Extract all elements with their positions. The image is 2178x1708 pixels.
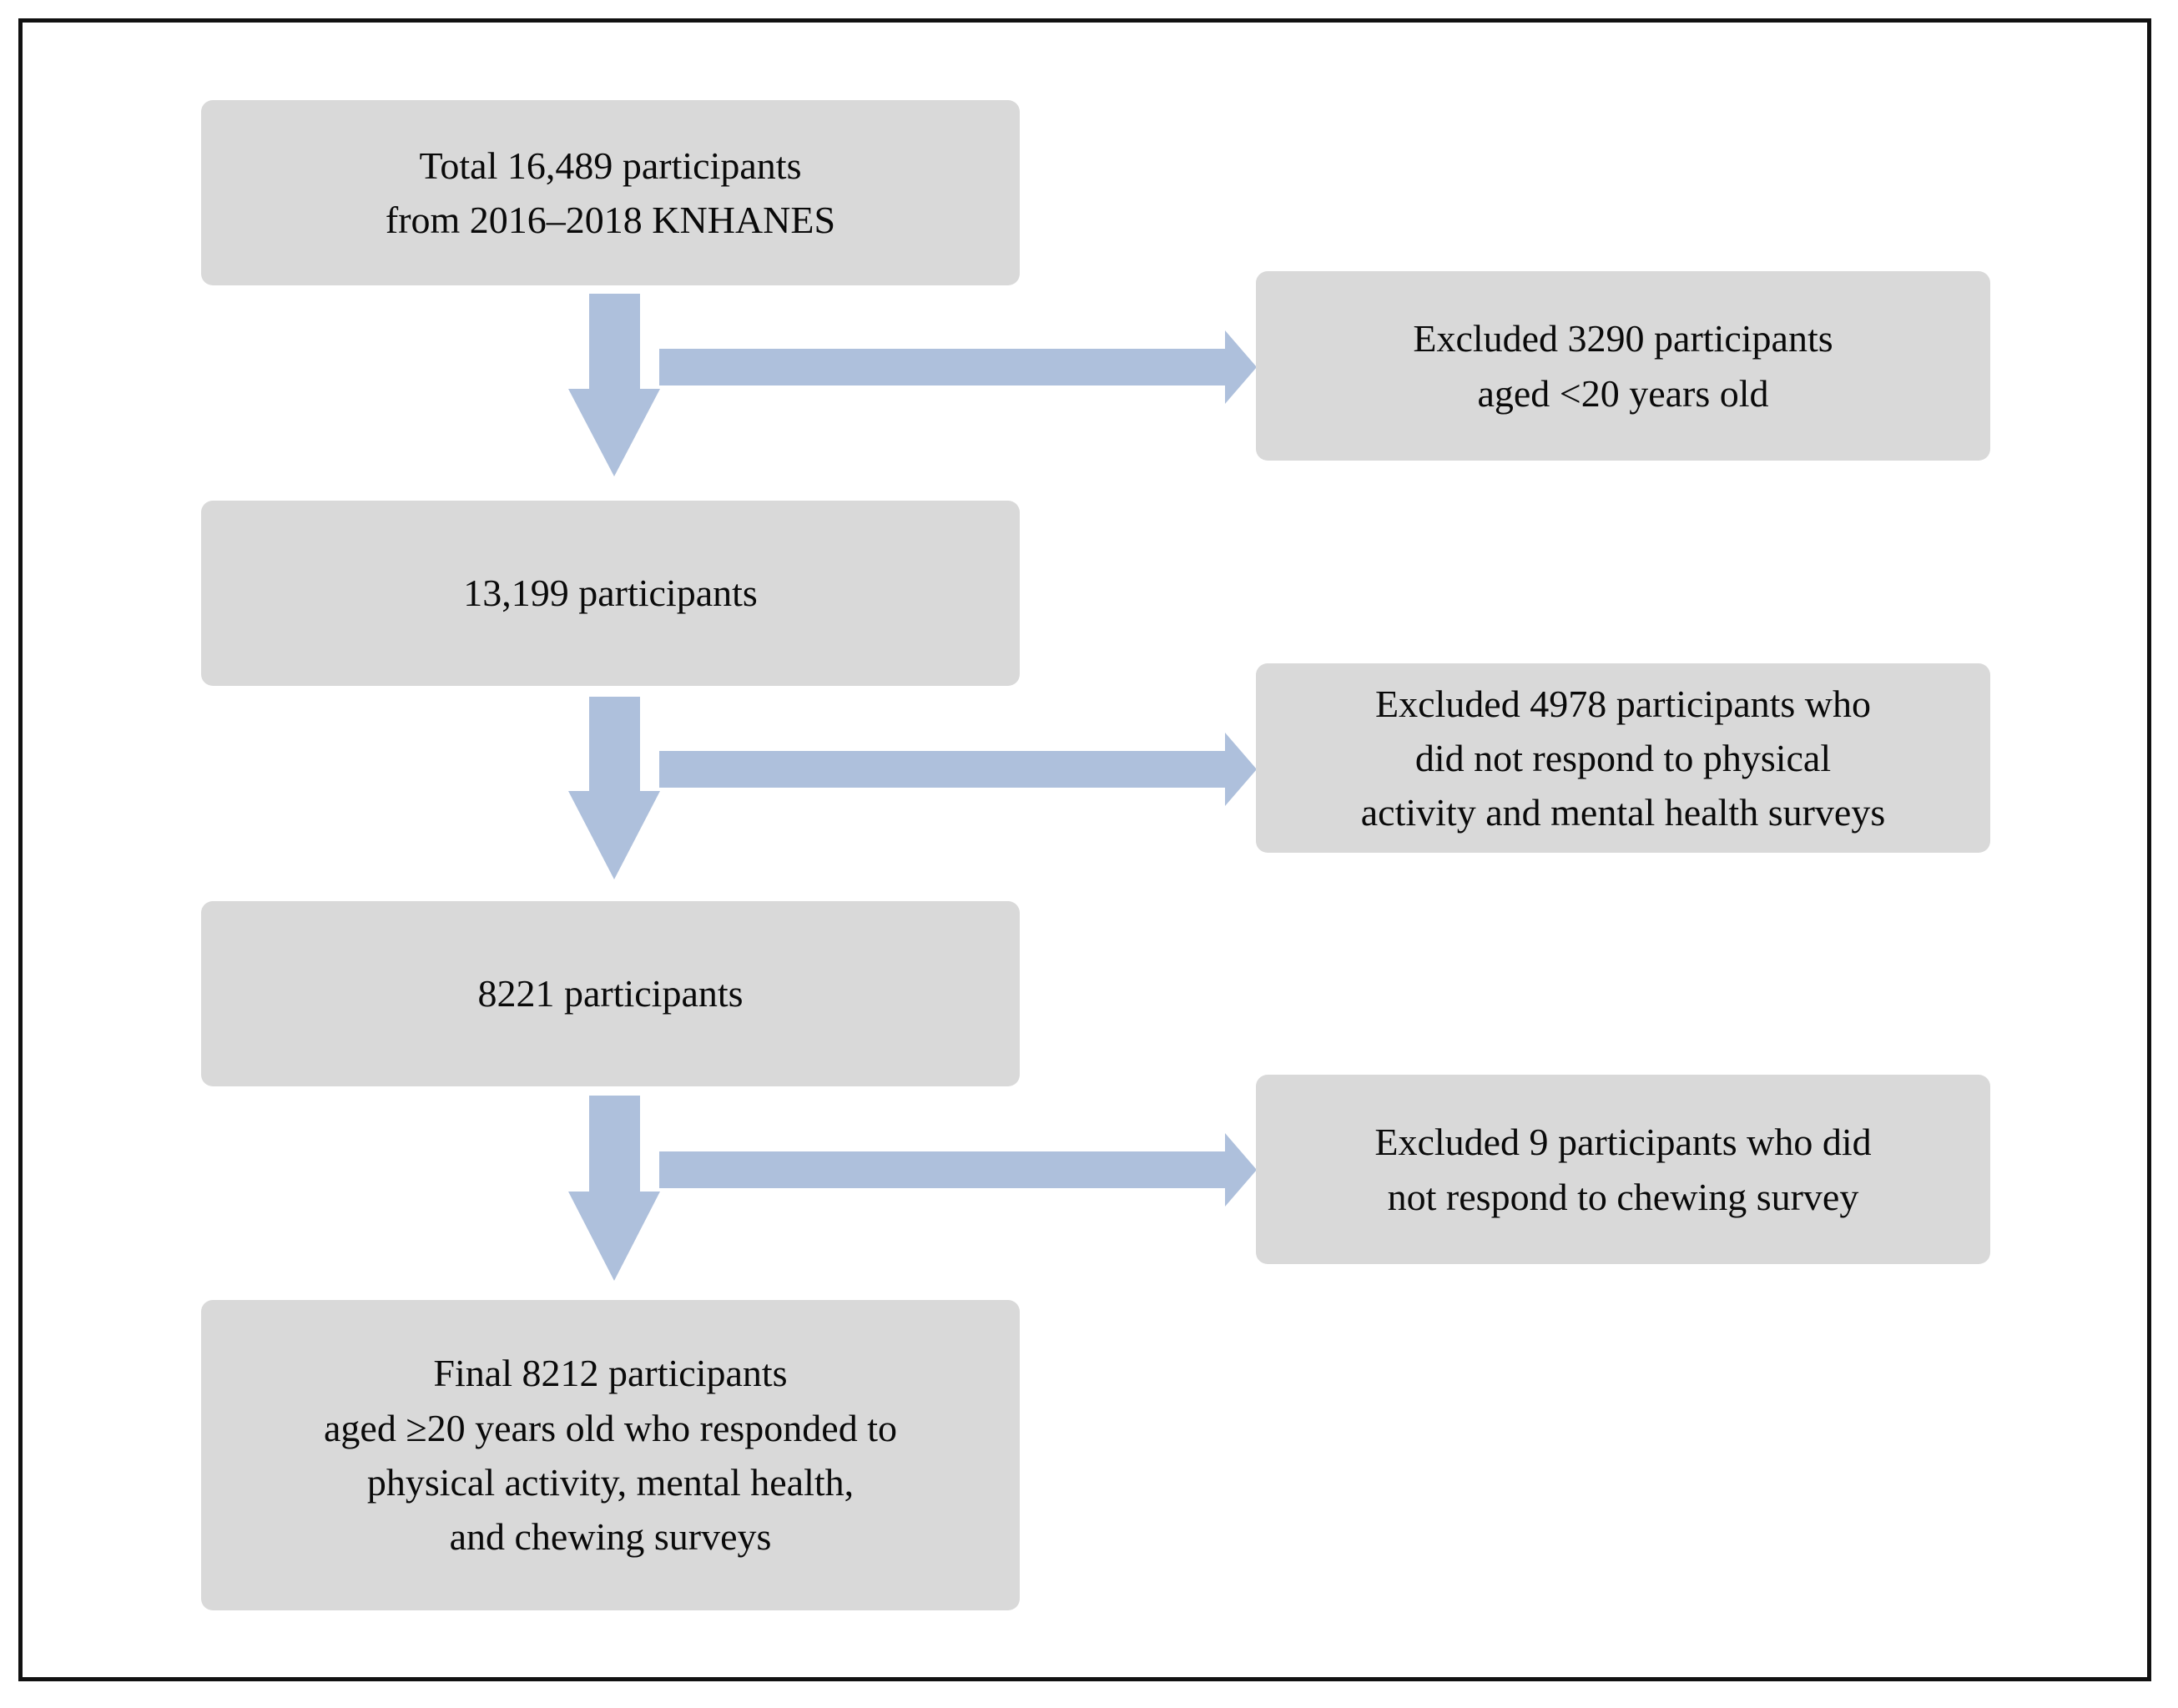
node-line: from 2016–2018 KNHANES	[385, 199, 836, 241]
node-line: Excluded 4978 participants who	[1374, 682, 1872, 725]
node-line: physical activity, mental health,	[366, 1461, 855, 1504]
node-8221-participants: 8221 participants	[201, 901, 1020, 1086]
node-line: Total 16,489 participants	[419, 144, 802, 187]
node-13199-participants: 13,199 participants	[201, 501, 1020, 686]
node-excluded-chewing: Excluded 9 participants who did not resp…	[1256, 1075, 1990, 1264]
node-line: Excluded 9 participants who did	[1374, 1121, 1872, 1164]
node-excluded-age: Excluded 3290 participants aged <20 year…	[1256, 271, 1990, 461]
node-line: 13,199 participants	[463, 572, 758, 615]
node-line: aged <20 years old	[1477, 371, 1769, 415]
node-line: 8221 participants	[477, 972, 744, 1015]
node-line: Excluded 3290 participants	[1413, 317, 1833, 360]
node-line: not respond to chewing survey	[1387, 1175, 1859, 1218]
node-line: Final 8212 participants	[433, 1352, 788, 1395]
node-line: activity and mental health surveys	[1360, 791, 1886, 834]
node-total-participants: Total 16,489 participants from 2016–2018…	[201, 100, 1020, 285]
node-line: aged ≥20 years old who responded to	[324, 1406, 897, 1449]
node-line: and chewing surveys	[449, 1515, 772, 1559]
node-line: did not respond to physical	[1414, 736, 1832, 779]
node-final-participants: Final 8212 participants aged ≥20 years o…	[201, 1300, 1020, 1610]
node-excluded-surveys: Excluded 4978 participants who did not r…	[1256, 663, 1990, 853]
